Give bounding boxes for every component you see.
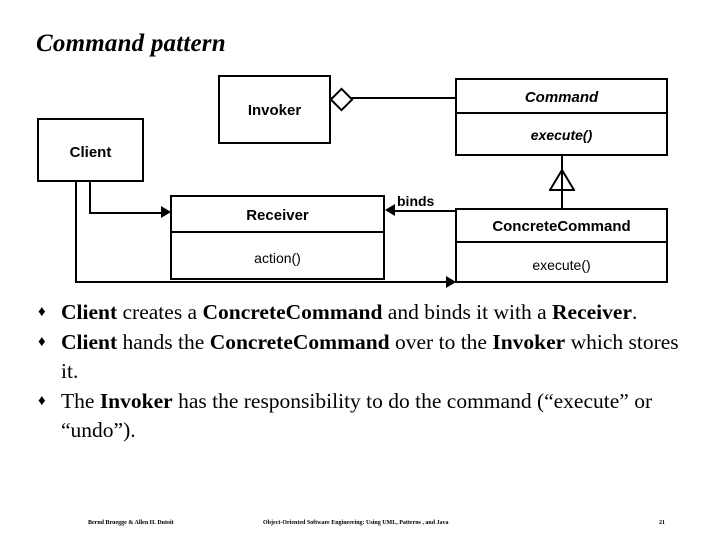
bullet-marker-icon: ♦ <box>38 334 46 350</box>
bullet-item: ♦ Client hands the ConcreteCommand over t… <box>30 328 690 386</box>
bullet-keyword: Invoker <box>492 330 566 354</box>
footer-authors: Bernd Bruegge & Allen H. Dutoit <box>88 520 174 526</box>
bullet-run: creates a <box>117 300 203 324</box>
bullet-keyword: Client <box>61 330 118 354</box>
uml-compartment-divider <box>457 241 666 243</box>
uml-class-command-name: Command <box>524 89 599 106</box>
connector-client-receiver-vertical <box>89 182 91 214</box>
binds-arrowhead <box>385 204 395 216</box>
connector-invoker-command <box>331 97 457 99</box>
client-concrete-arrowhead <box>446 276 456 288</box>
slide-footer: Bernd Bruegge & Allen H. Dutoit Object-O… <box>0 516 720 532</box>
uml-class-client[interactable]: Client <box>37 118 144 182</box>
connector-client-concrete-horizontal <box>75 281 448 283</box>
uml-class-diagram: binds Invoker Command execute() Client R… <box>37 75 668 288</box>
bullet-text: Client creates a ConcreteCommand and bin… <box>61 300 637 324</box>
bullet-text: The Invoker has the responsibility to do… <box>61 389 652 442</box>
uml-class-receiver-operation: action() <box>254 250 301 266</box>
uml-class-invoker[interactable]: Invoker <box>218 75 331 144</box>
bullet-keyword: ConcreteCommand <box>209 330 390 354</box>
bullet-list: ♦ Client creates a ConcreteCommand and bi… <box>30 298 690 446</box>
uml-class-client-name: Client <box>69 144 112 161</box>
bullet-keyword: ConcreteCommand <box>202 300 383 324</box>
bullet-item: ♦ The Invoker has the responsibility to d… <box>30 387 690 445</box>
footer-book-title: Object-Oriented Software Engineering: Us… <box>263 520 449 526</box>
bullet-run: and binds it with a <box>382 300 553 324</box>
uml-class-receiver-name: Receiver <box>246 207 309 224</box>
connector-command-concrete <box>561 156 563 208</box>
footer-page-number: 21 <box>659 520 665 526</box>
client-receiver-arrowhead <box>161 206 171 218</box>
binds-label: binds <box>397 193 435 209</box>
uml-class-concrete-command-name: ConcreteCommand <box>492 218 631 235</box>
bullet-marker-icon: ♦ <box>38 393 46 409</box>
connector-client-concrete-vertical <box>75 182 77 283</box>
bullet-run: has the responsibility to do the command… <box>61 389 653 442</box>
bullet-run: hands the <box>117 330 210 354</box>
bullet-run: over to the <box>389 330 493 354</box>
page-title: Command pattern <box>36 30 226 57</box>
bullet-keyword: Invoker <box>99 389 173 413</box>
bullet-keyword: Receiver <box>552 300 632 324</box>
bullet-keyword: Client <box>61 300 118 324</box>
bullet-run: which stores it. <box>61 330 679 383</box>
uml-class-invoker-name: Invoker <box>247 102 302 119</box>
uml-compartment-divider <box>457 112 666 114</box>
aggregation-diamond-invoker <box>329 87 354 112</box>
uml-class-concrete-command[interactable]: ConcreteCommand execute() <box>455 208 668 283</box>
connector-client-receiver-horizontal <box>89 212 163 214</box>
bullet-run: The <box>61 389 100 413</box>
uml-class-receiver[interactable]: Receiver action() <box>170 195 385 280</box>
uml-class-command-operation: execute() <box>530 127 593 143</box>
bullet-item: ♦ Client creates a ConcreteCommand and bi… <box>30 298 690 327</box>
uml-class-concrete-command-operation: execute() <box>532 257 591 273</box>
uml-class-command[interactable]: Command execute() <box>455 78 668 156</box>
uml-compartment-divider <box>172 231 383 233</box>
bullet-text: Client hands the ConcreteCommand over to… <box>61 330 679 383</box>
bullet-marker-icon: ♦ <box>38 304 46 320</box>
connector-binds-horizontal <box>392 210 457 212</box>
bullet-run: . <box>632 300 638 324</box>
